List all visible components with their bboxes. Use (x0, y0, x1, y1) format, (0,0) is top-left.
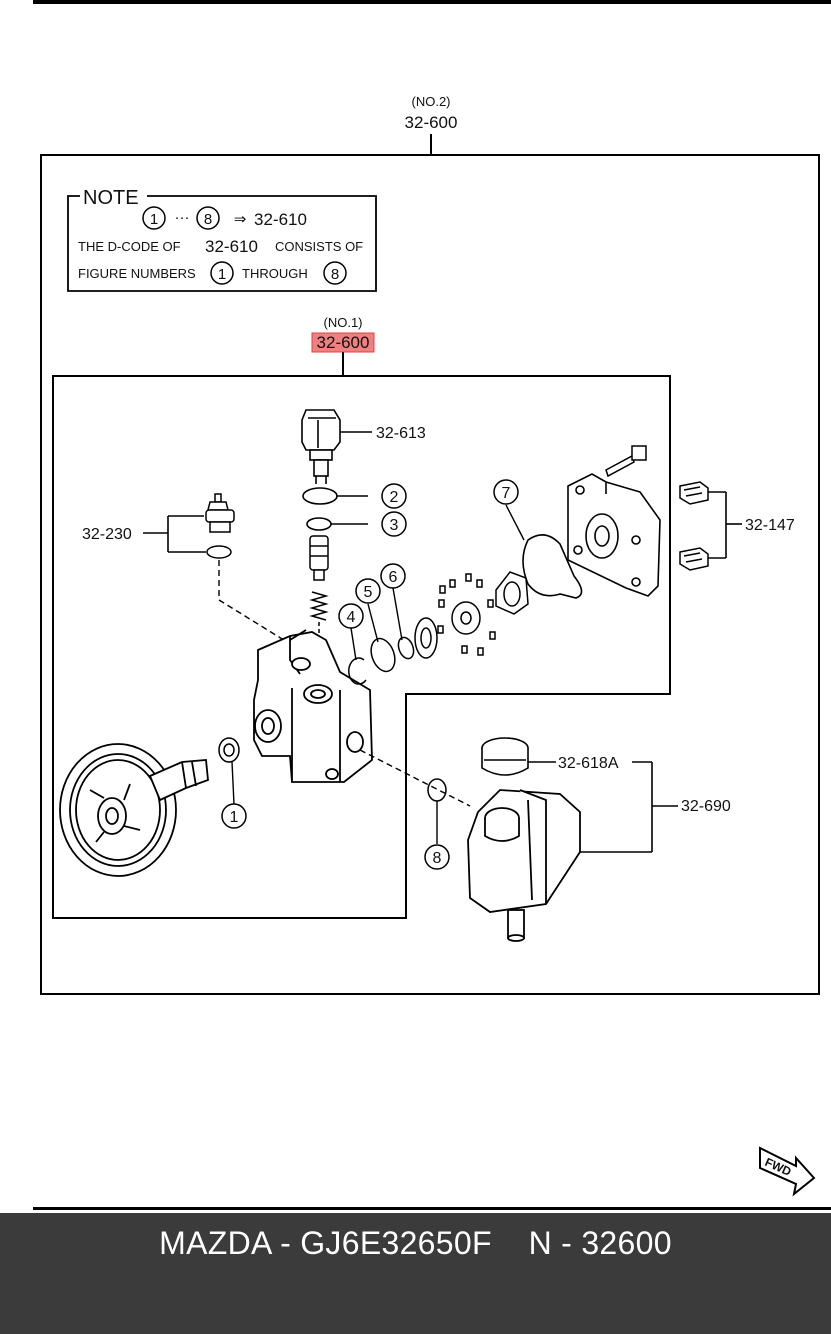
label-32-147: 32-147 (745, 517, 795, 534)
callout-8: 8 (424, 844, 450, 870)
callout-3-text: 3 (390, 517, 399, 534)
callout-7-text: 7 (502, 485, 511, 502)
o-ring-8 (427, 778, 447, 802)
reservoir-cap-32-618A (481, 737, 529, 776)
assembly-no2-ref: (NO.2) 32-600 (405, 94, 458, 155)
note-line3-mid: THROUGH (242, 266, 308, 281)
clips-32-147 (679, 481, 709, 571)
callout-3: 3 (381, 511, 407, 537)
pump-body (253, 629, 373, 783)
note-heading: NOTE (83, 187, 139, 209)
pump-rotor-set (414, 571, 529, 659)
note-line3-start: 1 (218, 266, 226, 283)
callout-4: 4 (338, 603, 364, 629)
assembly-no2-sub: (NO.2) (412, 94, 451, 109)
footer-title: MAZDA - GJ6E32650F N - 32600 (159, 1225, 672, 1261)
assembly-no1-sub: (NO.1) (324, 315, 363, 330)
o-ring-3 (306, 517, 332, 531)
o-ring-5 (370, 637, 396, 673)
pulley (59, 743, 209, 877)
callout-1-text: 1 (230, 809, 239, 826)
label-32-618A: 32-618A (558, 755, 619, 772)
outer-frame (40, 154, 820, 995)
top-rule (33, 0, 831, 4)
note-line2-a: THE D-CODE OF (78, 239, 181, 254)
rear-cover (567, 473, 661, 597)
note-range-start: 1 (150, 211, 158, 228)
callout-6-text: 6 (389, 569, 398, 586)
note-line3-a: FIGURE NUMBERS (78, 266, 196, 281)
rear-cover-bolt (605, 445, 647, 478)
assembly-no1-ref: (NO.1) 32-600 (311, 315, 375, 376)
callout-2: 2 (381, 483, 407, 509)
label-32-230: 32-230 (82, 526, 132, 543)
footer-bar (0, 1213, 831, 1334)
parts-diagram: (NO.2) 32-600 NOTE 1 ··· 8 ⇒ 32-610 THE … (33, 0, 831, 1210)
gasket-7 (522, 534, 583, 599)
note-target-code: 32-610 (254, 210, 307, 229)
bottom-rule (33, 1207, 831, 1210)
callout-1: 1 (221, 803, 247, 829)
inner-frame (52, 375, 671, 919)
fwd-arrow-icon: FWD (759, 1146, 816, 1197)
flow-control-valve (309, 535, 329, 581)
callout-2-text: 2 (390, 489, 399, 506)
note-line2-code: 32-610 (205, 237, 258, 256)
pressure-switch-32-230 (205, 493, 235, 533)
note-arrow: ⇒ (234, 211, 247, 228)
callout-4-text: 4 (347, 609, 356, 626)
note-range-dots: ··· (175, 209, 190, 226)
union-fitting-32-613 (301, 409, 341, 484)
note-line2-b: CONSISTS OF (275, 239, 363, 254)
label-32-613: 32-613 (376, 425, 426, 442)
assembly-no1-code: 32-600 (317, 333, 370, 352)
o-ring-6 (397, 636, 415, 660)
o-ring-2 (302, 487, 338, 505)
callout-6: 6 (380, 563, 406, 589)
reservoir-32-690 (467, 789, 581, 942)
snap-ring-4 (348, 657, 367, 685)
callout-5-text: 5 (364, 584, 373, 601)
note-line3-end: 8 (331, 266, 339, 283)
callout-8-text: 8 (433, 850, 442, 867)
assembly-no2-code: 32-600 (405, 113, 458, 132)
callout-5: 5 (355, 578, 381, 604)
callout-7: 7 (493, 479, 519, 505)
note-range-end: 8 (204, 211, 212, 228)
label-32-690: 32-690 (681, 798, 731, 815)
shaft-seal-1 (218, 737, 240, 763)
note-box: NOTE 1 ··· 8 ⇒ 32-610 THE D-CODE OF 32-6… (67, 187, 377, 292)
switch-o-ring (206, 545, 232, 559)
